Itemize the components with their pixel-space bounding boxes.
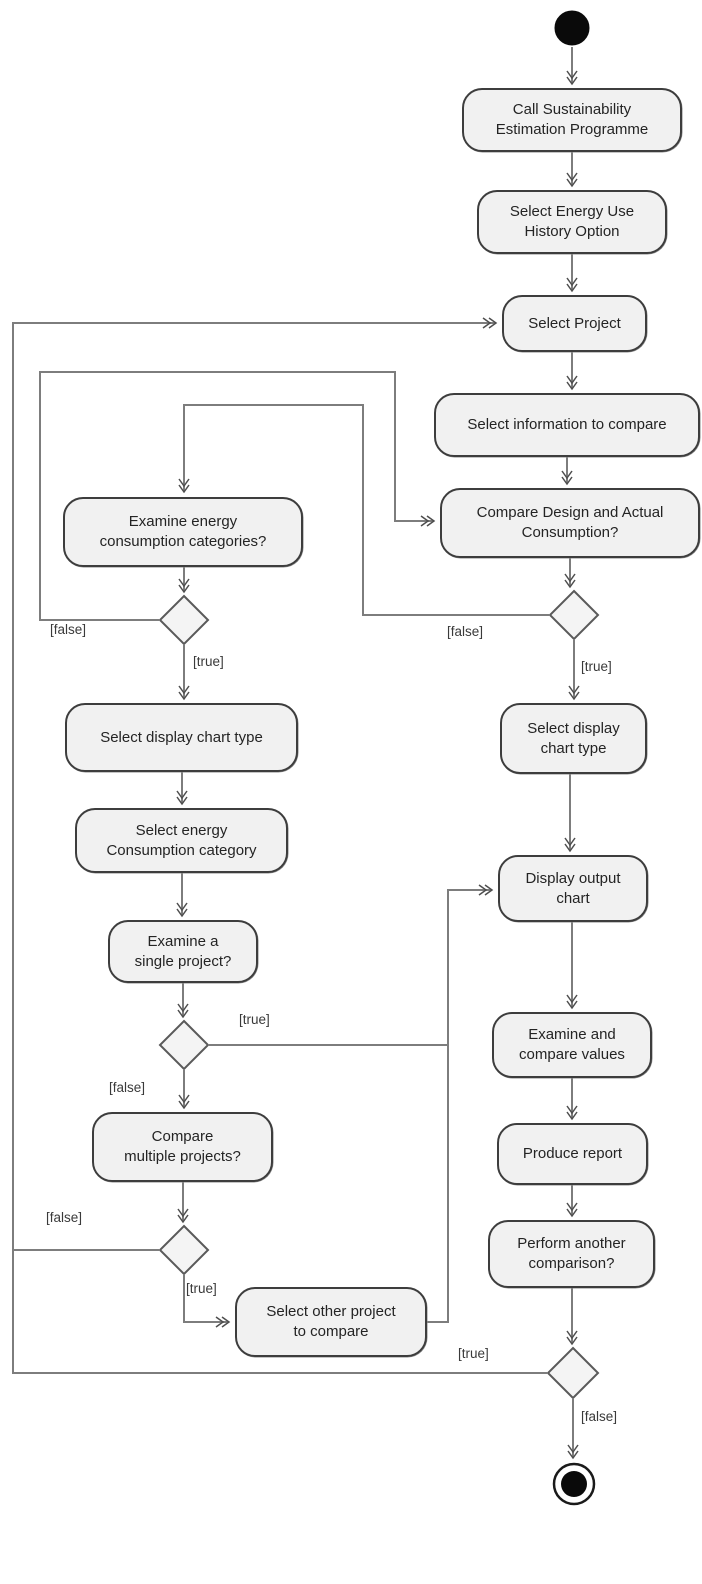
- decision-examine-single: [158, 1019, 210, 1071]
- activity-examine-single: Examine a single project?: [108, 920, 258, 983]
- activity-display-output: Display output chart: [498, 855, 648, 922]
- guard-compare-multiple-false: [false]: [46, 1210, 83, 1225]
- guard-examine-single-true: [true]: [239, 1012, 270, 1027]
- guard-perform-another-true: [true]: [458, 1346, 489, 1361]
- decision-examine-categories: [158, 594, 210, 646]
- activity-select-energy-history: Select Energy Use History Option: [477, 190, 667, 254]
- guard-examine-categories-false: [false]: [50, 622, 87, 637]
- activity-select-info: Select information to compare: [434, 393, 700, 457]
- edge-select-other-to-display-output: [427, 884, 494, 1323]
- activity-select-project: Select Project: [502, 295, 647, 352]
- final-node-dot: [561, 1471, 587, 1497]
- decision-compare-design: [548, 589, 600, 641]
- edge-decision-true-to-select-other: [183, 1274, 231, 1328]
- guard-compare-design-true: [true]: [581, 659, 612, 674]
- guard-examine-single-false: [false]: [109, 1080, 146, 1095]
- activity-perform-another: Perform another comparison?: [488, 1220, 655, 1288]
- activity-select-chart-left: Select display chart type: [65, 703, 298, 772]
- activity-select-other: Select other project to compare: [235, 1287, 427, 1357]
- activity-compare-design: Compare Design and Actual Consumption?: [440, 488, 700, 558]
- activity-select-chart-right: Select display chart type: [500, 703, 647, 774]
- initial-node: [554, 10, 590, 46]
- edge-decision-true-loop-to-select-project: [12, 317, 548, 1374]
- guard-perform-another-false: [false]: [581, 1409, 618, 1424]
- activity-produce-report: Produce report: [497, 1123, 648, 1185]
- activity-call-programme: Call Sustainability Estimation Programme: [462, 88, 682, 152]
- guard-examine-categories-true: [true]: [193, 654, 224, 669]
- activity-examine-categories: Examine energy consumption categories?: [63, 497, 303, 567]
- activity-examine-compare: Examine and compare values: [492, 1012, 652, 1078]
- edge-decision-false-to-examine-categories: [178, 404, 550, 616]
- decision-perform-another: [546, 1346, 600, 1400]
- guard-compare-design-false: [false]: [447, 624, 484, 639]
- activity-select-category: Select energy Consumption category: [75, 808, 288, 873]
- decision-compare-multiple: [158, 1224, 210, 1276]
- guard-compare-multiple-true: [true]: [186, 1281, 217, 1296]
- edge-decision-false-to-compare-design: [39, 371, 436, 621]
- activity-compare-multiple: Compare multiple projects?: [92, 1112, 273, 1182]
